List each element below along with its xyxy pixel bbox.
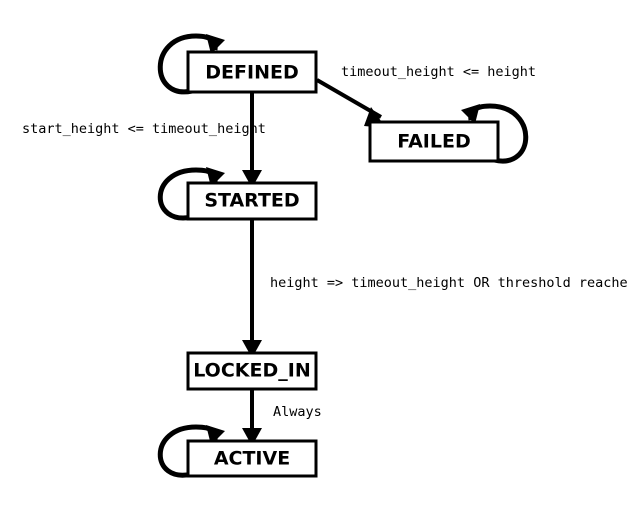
state-node-defined[interactable]: DEFINED bbox=[186, 50, 318, 94]
transition-defined-self bbox=[157, 33, 225, 95]
state-label-failed: FAILED bbox=[397, 131, 470, 153]
state-box-defined[interactable] bbox=[186, 50, 318, 94]
transition-failed-self bbox=[461, 103, 529, 164]
state-label-started: STARTED bbox=[204, 190, 299, 212]
started-to-locked-in-arrowhead bbox=[242, 340, 262, 358]
state-box-locked-in[interactable] bbox=[186, 351, 318, 391]
state-node-started[interactable]: STARTED bbox=[186, 181, 318, 221]
defined-self-loop-arrowhead bbox=[206, 34, 225, 54]
state-box-active[interactable] bbox=[186, 439, 318, 478]
transition-locked-in-to-active bbox=[242, 389, 262, 446]
state-box-failed[interactable] bbox=[368, 120, 500, 163]
state-node-locked-in[interactable]: LOCKED_IN bbox=[186, 351, 318, 391]
edge-label-locked-in-to-active: Always bbox=[273, 404, 322, 420]
state-label-defined: DEFINED bbox=[205, 62, 298, 84]
defined-to-started-arrowhead bbox=[242, 170, 262, 188]
edge-label-started-to-locked-in: height => timeout_height OR threshold re… bbox=[270, 275, 628, 291]
failed-self-loop-arrowhead bbox=[461, 104, 480, 124]
state-label-locked-in: LOCKED_IN bbox=[193, 360, 310, 382]
locked-in-to-active-arrowhead bbox=[242, 428, 262, 446]
state-box-started[interactable] bbox=[186, 181, 318, 221]
transition-defined-to-started bbox=[242, 92, 262, 188]
transition-started-to-locked-in bbox=[242, 219, 262, 358]
state-label-active: ACTIVE bbox=[214, 448, 290, 470]
edge-label-defined-to-failed: timeout_height <= height bbox=[341, 64, 536, 80]
state-node-failed[interactable]: FAILED bbox=[368, 120, 500, 163]
state-node-active[interactable]: ACTIVE bbox=[186, 439, 318, 478]
edge-label-defined-to-started: start_height <= timeout_height bbox=[22, 121, 266, 137]
